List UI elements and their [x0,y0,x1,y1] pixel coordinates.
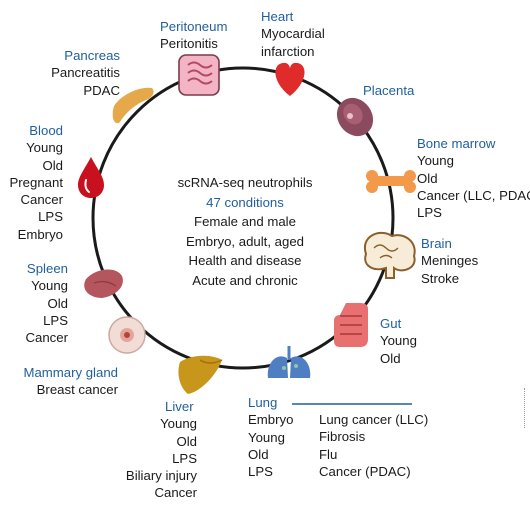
placenta-label: Placenta [363,82,414,99]
blood-item-2: Old [42,157,63,173]
center-line-6: Acute and chronic [192,272,298,288]
blood-drop-icon [78,157,104,198]
blood-item-4: Cancer [20,192,63,208]
pancreas-icon [112,87,154,124]
bone-marrow-label: Bone marrow Young Old Cancer (LLC, PDAC)… [417,135,530,221]
heart-icon [275,62,305,96]
gut-item-2: Old [380,350,401,366]
lung-item-2: Young [248,429,285,445]
peritoneum-label: Peritoneum Peritonitis [160,18,227,53]
lung-item2-2: Fibrosis [319,429,366,445]
center-line-1: scRNA-seq neutrophils [177,175,313,190]
center-summary: scRNA-seq neutrophils 47 conditions Fema… [150,173,340,291]
bone-marrow-title: Bone marrow [417,136,496,151]
lung-item2-4: Cancer (PDAC) [319,463,411,479]
center-line-2: 47 conditions [206,194,284,210]
center-line-5: Health and disease [188,253,302,269]
liver-item-3: LPS [172,450,197,466]
brain-item-2: Stroke [421,270,460,286]
center-line-3: Female and male [194,214,296,230]
heart-item-2: infarction [261,43,315,59]
liver-item-4: Biliary injury [125,468,197,484]
lung-title: Lung [248,395,278,410]
spleen-item-1: Young [31,278,68,294]
brain-item-1: Meninges [421,253,479,269]
liver-label: Liver Young Old LPS Biliary injury Cance… [110,398,197,502]
pancreas-item-1: Pancreatitis [51,65,120,81]
spleen-item-4: Cancer [25,330,68,346]
mammary-gland-label: Mammary gland Breast cancer [0,364,118,399]
lung-icon [267,346,311,378]
peritoneum-title: Peritoneum [160,19,228,34]
lung-label-secondary: Lung cancer (LLC) Fibrosis Flu Cancer (P… [319,411,428,480]
brain-icon [363,231,416,279]
lung-item-4: LPS [248,464,273,480]
spleen-title: Spleen [26,261,68,276]
peritoneum-icon [178,54,220,96]
spleen-item-2: Old [47,295,68,311]
brain-label: Brain Meninges Stroke [421,235,478,287]
blood-item-6: Embryo [17,226,63,242]
liver-item-2: Old [176,433,197,449]
brain-title: Brain [421,236,452,251]
liver-icon [178,355,223,394]
pancreas-item-2: PDAC [83,82,120,98]
gut-title: Gut [380,316,402,331]
pancreas-title: Pancreas [64,48,120,63]
spleen-icon [84,269,123,298]
spleen-item-3: LPS [43,312,68,328]
heart-title: Heart [261,9,294,24]
gut-item-1: Young [380,333,417,349]
bone-marrow-item-3: Cancer (LLC, PDAC) [417,187,530,203]
liver-item-1: Young [160,416,197,432]
gut-label: Gut Young Old [380,315,417,367]
placenta-icon [336,97,374,137]
condition-ring [91,66,395,370]
blood-title: Blood [29,123,63,138]
lung-item-3: Old [248,446,269,462]
lung-item2-1: Lung cancer (LLC) [319,412,429,427]
lung-label: Lung Embryo Young Old LPS [248,394,293,480]
gut-icon [334,303,368,347]
peritoneum-item: Peritonitis [160,36,218,52]
center-line-4: Embryo, adult, aged [185,233,305,249]
bone-marrow-icon [366,170,416,193]
bone-marrow-item-2: Old [417,170,438,186]
pancreas-label: Pancreas Pancreatitis PDAC [20,47,120,99]
bone-marrow-item-4: LPS [417,205,442,221]
blood-label: Blood Young Old Pregnant Cancer LPS Embr… [0,122,63,243]
liver-title: Liver [165,399,194,414]
heart-item-1: Myocardial [261,26,325,42]
heart-label: Heart Myocardial infarction [261,8,325,60]
blood-item-1: Young [26,140,63,156]
edge-mark [524,388,530,428]
spleen-label: Spleen Young Old LPS Cancer [0,260,68,346]
mammary-gland-item: Breast cancer [36,382,118,398]
blood-item-3: Pregnant [9,174,63,190]
mammary-gland-title: Mammary gland [23,365,118,380]
blood-item-5: LPS [38,209,63,225]
liver-item-5: Cancer [154,485,197,501]
lung-item2-3: Flu [319,446,338,462]
mammary-gland-icon [108,316,146,354]
bone-marrow-item-1: Young [417,153,454,169]
placenta-title: Placenta [363,83,415,98]
lung-item-1: Embryo [248,412,294,428]
